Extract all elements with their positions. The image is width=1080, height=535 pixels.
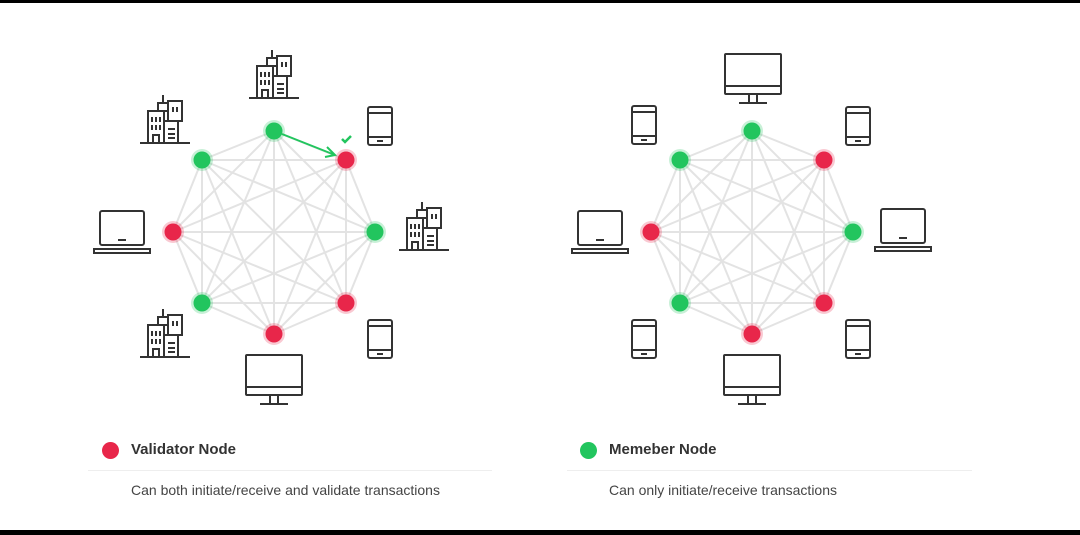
- laptop-icon: [93, 210, 151, 254]
- member-node: [366, 223, 384, 241]
- phone-icon: [845, 319, 871, 359]
- connection-edge: [751, 130, 825, 161]
- laptop-icon: [874, 208, 932, 252]
- arrow-head: [324, 146, 338, 158]
- monitor-icon: [245, 354, 303, 405]
- divider: [88, 470, 492, 471]
- building-icon: [248, 49, 300, 99]
- connection-edge: [172, 231, 203, 304]
- connection-edge: [201, 302, 275, 335]
- legend-title: Validator Node: [131, 441, 237, 458]
- connection-edge: [679, 159, 854, 233]
- connection-edge: [273, 302, 347, 335]
- connection-edge: [201, 159, 275, 335]
- connection-edge: [201, 159, 347, 304]
- phone-icon: [845, 106, 871, 146]
- connection-edge: [201, 159, 376, 233]
- connection-edge: [172, 159, 203, 233]
- member-node: [193, 294, 211, 312]
- validator-legend-dot: [102, 442, 119, 459]
- member-node: [743, 122, 761, 140]
- connection-edge: [345, 231, 376, 304]
- connection-edge: [650, 159, 681, 233]
- member-node: [671, 294, 689, 312]
- transaction-arrow: [281, 133, 336, 156]
- monitor-icon: [724, 53, 782, 104]
- member-node: [193, 151, 211, 169]
- divider: [567, 470, 972, 471]
- connection-edge: [823, 159, 854, 233]
- phone-icon: [367, 106, 393, 146]
- legend-title: Memeber Node: [609, 441, 717, 458]
- connection-edge: [345, 159, 376, 233]
- member-legend-dot: [580, 442, 597, 459]
- member-node: [844, 223, 862, 241]
- building-icon: [398, 201, 450, 251]
- connection-edge: [679, 159, 753, 335]
- phone-icon: [367, 319, 393, 359]
- phone-icon: [631, 319, 657, 359]
- validator-node: [337, 294, 355, 312]
- connection-edge: [273, 159, 347, 335]
- connection-edge: [172, 231, 275, 335]
- connection-edge: [650, 231, 681, 304]
- monitor-icon: [723, 354, 781, 405]
- top-border: [0, 0, 1080, 3]
- legend-description: Can both initiate/receive and validate t…: [131, 482, 440, 498]
- checkmark-icon: [341, 135, 352, 144]
- connection-edge: [679, 302, 753, 335]
- legend-description: Can only initiate/receive transactions: [609, 482, 838, 498]
- connection-edge: [751, 302, 825, 335]
- connection-edge: [751, 159, 825, 335]
- connection-edge: [650, 231, 753, 335]
- validator-node: [337, 151, 355, 169]
- phone-icon: [631, 105, 657, 145]
- bottom-border: [0, 530, 1080, 535]
- connection-edge: [679, 130, 753, 161]
- building-icon: [139, 94, 191, 144]
- connection-edge: [823, 231, 854, 304]
- laptop-icon: [571, 210, 629, 254]
- connection-edge: [201, 130, 275, 161]
- member-node: [265, 122, 283, 140]
- validator-node: [743, 325, 761, 343]
- validator-node: [265, 325, 283, 343]
- validator-node: [815, 151, 833, 169]
- validator-node: [815, 294, 833, 312]
- validator-node: [642, 223, 660, 241]
- connection-edge: [679, 159, 825, 304]
- validator-node: [164, 223, 182, 241]
- building-icon: [139, 308, 191, 358]
- member-node: [671, 151, 689, 169]
